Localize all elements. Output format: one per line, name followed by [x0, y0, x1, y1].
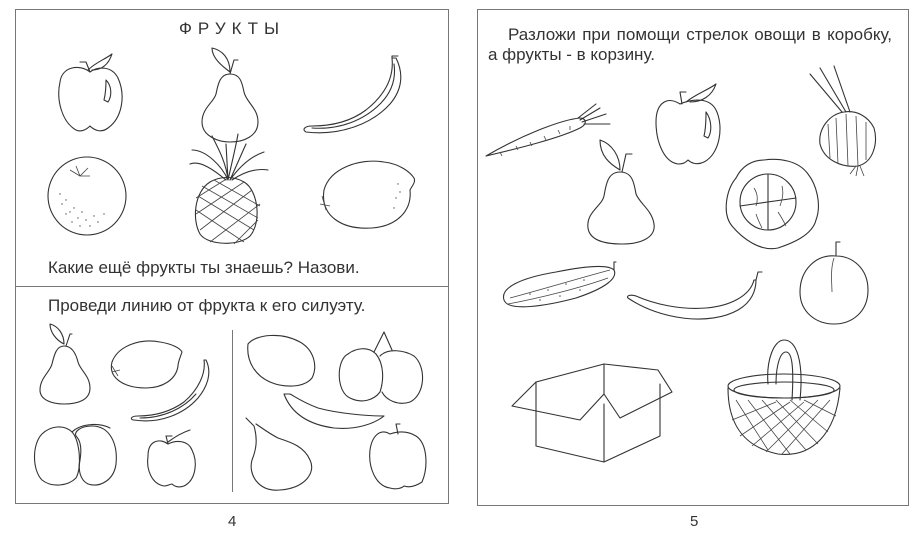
orange-icon	[47, 156, 127, 236]
banana-match-icon	[130, 359, 210, 422]
apple-sort-icon	[655, 83, 721, 165]
apple-silhouette-icon	[369, 423, 427, 490]
cucumber-icon	[502, 261, 617, 308]
lemon-icon	[319, 160, 416, 229]
right-page-frame	[477, 9, 909, 506]
banana-icon	[303, 55, 402, 134]
page-title: ФРУКТЫ	[178, 19, 286, 38]
page-number-right: 5	[690, 513, 699, 530]
pear-match-icon	[39, 323, 91, 405]
page-number-left: 4	[228, 513, 237, 530]
basket-icon	[727, 339, 841, 455]
lemon-silhouette-icon	[247, 334, 316, 387]
banana-sort-icon	[626, 271, 763, 320]
banana-silhouette-icon	[283, 393, 385, 429]
onion-icon	[809, 65, 876, 177]
question-text: Какие ещё фрукты ты знаешь? Назови.	[48, 258, 360, 277]
apple-match-icon	[147, 429, 196, 488]
matching-task-text: Проведи линию от фрукта к его силуэту.	[48, 296, 366, 315]
sorting-instruction-text: Разложи при помощи стрелок овощи в короб…	[488, 25, 892, 64]
lemon-match-icon	[110, 340, 183, 389]
plums-silhouette-icon	[338, 331, 424, 404]
box-icon	[511, 363, 673, 463]
apple-icon	[58, 53, 123, 132]
pear-icon	[201, 47, 259, 143]
pear-silhouette-icon	[245, 417, 313, 491]
pineapple-icon	[189, 133, 269, 245]
plums-match-icon	[33, 423, 117, 486]
carrot-icon	[485, 103, 611, 157]
plum-icon	[799, 241, 869, 325]
left-page-section-divider	[15, 286, 449, 287]
matching-column-divider	[232, 330, 233, 492]
cabbage-icon	[725, 158, 819, 250]
pear-sort-icon	[587, 139, 655, 245]
